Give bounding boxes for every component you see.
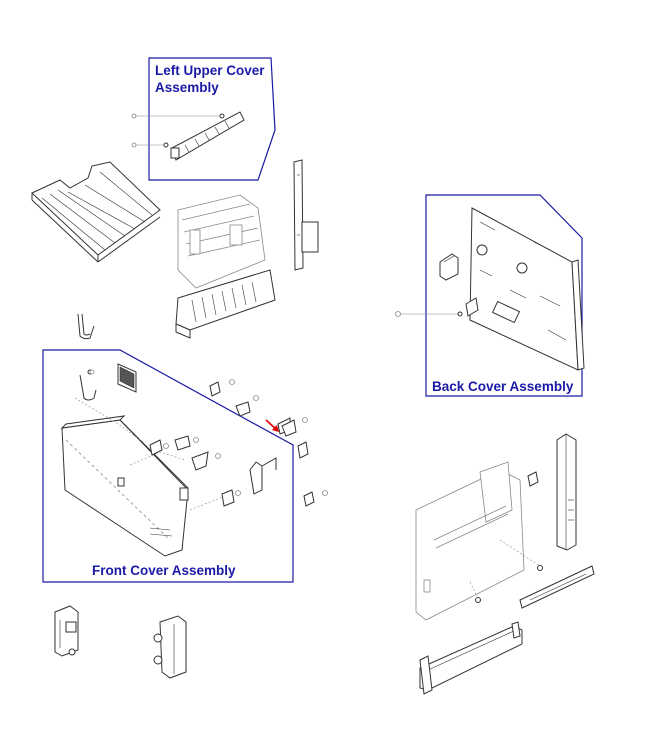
printer-internal-frame — [177, 194, 266, 289]
front-cover-assembly-outline — [42, 349, 294, 583]
latch-bracket-part — [153, 615, 187, 679]
front-cover-panel-part — [60, 415, 189, 557]
left-upper-cover-assembly-group[interactable]: Left Upper Cover Assembly — [131, 57, 276, 181]
back-cover-clip-part — [465, 297, 479, 317]
cable-hook-part — [77, 313, 95, 340]
right-side-cover-panel-part — [415, 461, 525, 621]
small-latch-parts-group — [209, 379, 328, 507]
front-cover-hook-part — [79, 369, 97, 401]
left-upper-cover-assembly-outline — [148, 57, 276, 181]
assembly-guide-line — [129, 451, 186, 466]
bottom-rail-part — [419, 621, 523, 695]
left-upper-cover-part — [170, 111, 245, 161]
back-cover-assembly-outline — [425, 194, 583, 397]
right-side-small-parts — [469, 471, 543, 603]
back-cover-bracket-part — [439, 253, 459, 281]
assembly-guide-line — [189, 495, 226, 511]
screw-icon — [219, 113, 225, 119]
bottom-trim-strip-part — [519, 565, 595, 609]
front-cover-assembly-group[interactable]: Front Cover Assembly — [42, 349, 294, 583]
assembly-guide-line — [74, 397, 141, 441]
screw-icon — [89, 369, 241, 496]
right-rear-cover-bar-part — [556, 433, 577, 551]
back-cover-panel-part — [469, 207, 585, 371]
front-cover-plate-fill — [119, 366, 135, 389]
right-upper-cover-bar-part — [293, 159, 319, 271]
back-cover-assembly-group[interactable]: Back Cover Assembly — [395, 194, 585, 397]
output-tray-part — [31, 161, 161, 263]
back-cover-label: Back Cover Assembly — [432, 379, 574, 394]
screw-icon — [163, 142, 169, 148]
hinge-bracket-part — [54, 605, 79, 657]
screw-icon — [395, 311, 401, 317]
left-upper-cover-label-line2: Assembly — [155, 80, 219, 95]
duplex-guide-part — [175, 269, 276, 339]
screw-icon — [131, 113, 137, 119]
screw-icon — [131, 142, 137, 148]
front-cover-label: Front Cover Assembly — [92, 563, 236, 578]
left-upper-cover-label-line1: Left Upper Cover — [155, 63, 265, 78]
pointer-arrow-icon — [265, 419, 279, 432]
screw-icon — [457, 311, 463, 317]
front-cover-side-bracket-part — [249, 457, 277, 495]
